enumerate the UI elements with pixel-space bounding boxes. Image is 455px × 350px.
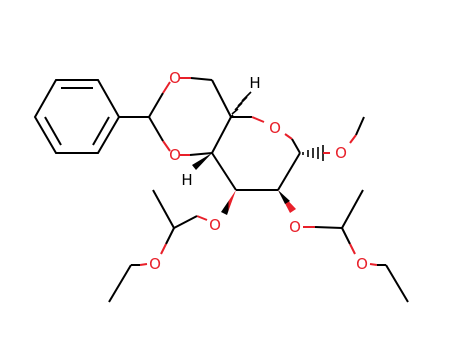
bond-ch-o-chain-right-red xyxy=(349,243,356,255)
bond-o-top-ch2-black xyxy=(190,77,213,81)
bond-acetal-o-top xyxy=(148,92,164,118)
bond-ch-methyl-left xyxy=(152,189,175,229)
bond-ch-methyl-right xyxy=(341,189,364,229)
atom-o-dioxane-top: O xyxy=(169,69,181,87)
bond-o-ethyl-left-red xyxy=(139,263,148,266)
bold-wedge-c3-o xyxy=(221,190,236,215)
bond-o-bottom-acetal xyxy=(148,116,164,142)
bond-ch-o-chain-left xyxy=(165,227,175,245)
bond-o-bottom-acetal-red xyxy=(162,140,171,152)
atom-o-methoxy: O xyxy=(335,144,347,162)
bond-o-ring-c1-red xyxy=(284,133,293,140)
atom-o-ring: O xyxy=(269,119,281,137)
bond-o-methyl-red xyxy=(349,134,357,144)
bond-acetal-o-top-red xyxy=(162,81,171,94)
bond-ethyl-right xyxy=(385,264,409,303)
bold-wedge-c2-o-dark xyxy=(278,190,290,204)
bond-c3-c4 xyxy=(211,152,237,191)
bond-o-ethyl-right-red xyxy=(369,263,378,266)
atom-o-ether-c2-chain: O xyxy=(356,255,368,273)
bond-o3-ch xyxy=(173,215,198,229)
hashed-wedge-c5-h xyxy=(230,91,252,118)
hashed-wedge-c1-ome xyxy=(302,145,324,161)
bond-o3-ch-red xyxy=(196,215,208,221)
bond-ch-o-chain-left-red xyxy=(160,243,167,255)
bond-o-ring-c1 xyxy=(291,138,301,154)
atom-h-c4: H xyxy=(181,171,192,189)
atom-h-c5: H xyxy=(249,74,260,92)
phenyl-ring xyxy=(33,79,121,154)
bond-o-methyl xyxy=(355,116,365,136)
bond-o2-ch xyxy=(314,226,343,229)
bond-ch2-c5 xyxy=(211,79,232,118)
bond-c5-c4 xyxy=(211,116,232,154)
atom-o-ether-c2: O xyxy=(289,218,301,236)
bold-wedge-c4-h xyxy=(192,153,212,170)
atom-o-dioxane-bottom: O xyxy=(169,146,181,164)
atom-o-ether-c3: O xyxy=(209,216,221,234)
bond-ethyl-left xyxy=(108,264,132,303)
bond-ch-o-chain-right xyxy=(341,227,351,245)
bond-c5-o-ring-red xyxy=(251,116,265,123)
atom-o-ether-c3-chain: O xyxy=(149,255,161,273)
bond-c1-c2 xyxy=(277,152,301,191)
bond-c4-o-bottom xyxy=(189,152,213,156)
